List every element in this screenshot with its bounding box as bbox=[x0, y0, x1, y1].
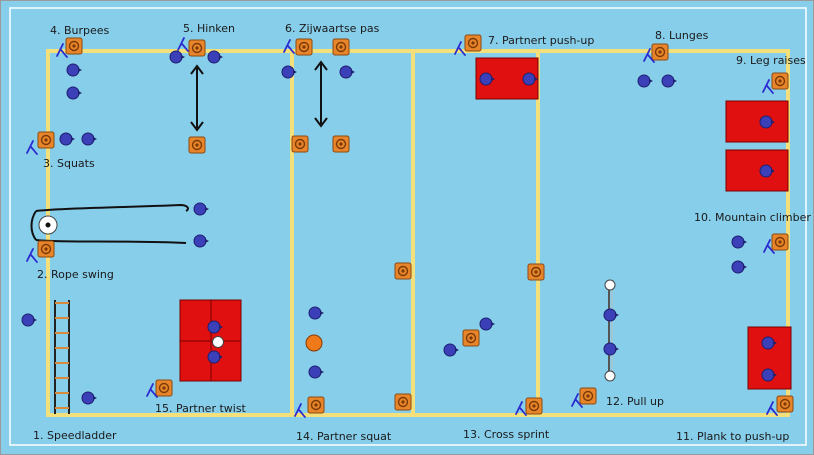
station-label-partner-squat: 14. Partner squat bbox=[296, 430, 392, 443]
speed-ladder bbox=[54, 300, 70, 414]
station-label-plank-to-push-up: 11. Plank to push-up bbox=[676, 430, 790, 443]
ball bbox=[305, 334, 323, 352]
mats bbox=[179, 57, 792, 390]
station-label-zijwaartse-pas: 6. Zijwaartse pas bbox=[285, 22, 380, 35]
station-label-mountain-climber: 10. Mountain climber bbox=[694, 211, 811, 224]
pull-up-bar bbox=[604, 279, 616, 382]
station-label-rope-swing: 2. Rope swing bbox=[37, 268, 114, 281]
station-label-speedladder: 1. Speedladder bbox=[33, 429, 117, 442]
course-lines bbox=[46, 49, 790, 417]
station-label-partner-twist: 15. Partner twist bbox=[155, 402, 246, 415]
station-label-leg-raises: 9. Leg raises bbox=[736, 54, 806, 67]
station-label-squats: 3. Squats bbox=[43, 157, 95, 170]
station-label-lunges: 8. Lunges bbox=[655, 29, 709, 42]
station-label-hinken: 5. Hinken bbox=[183, 22, 236, 35]
field-inner-border bbox=[9, 7, 807, 446]
movement-arrows bbox=[190, 60, 328, 132]
mat-legraises-bottom bbox=[725, 149, 789, 192]
station-label-pull-up: 12. Pull up bbox=[606, 395, 664, 408]
mat-legraises-top bbox=[725, 100, 789, 143]
station-label-cross-sprint: 13. Cross sprint bbox=[463, 428, 550, 441]
twist-ball bbox=[212, 336, 224, 348]
station-label-burpees: 4. Burpees bbox=[50, 24, 110, 37]
station-label-partner-push-up: 7. Partnert push-up bbox=[488, 34, 595, 47]
